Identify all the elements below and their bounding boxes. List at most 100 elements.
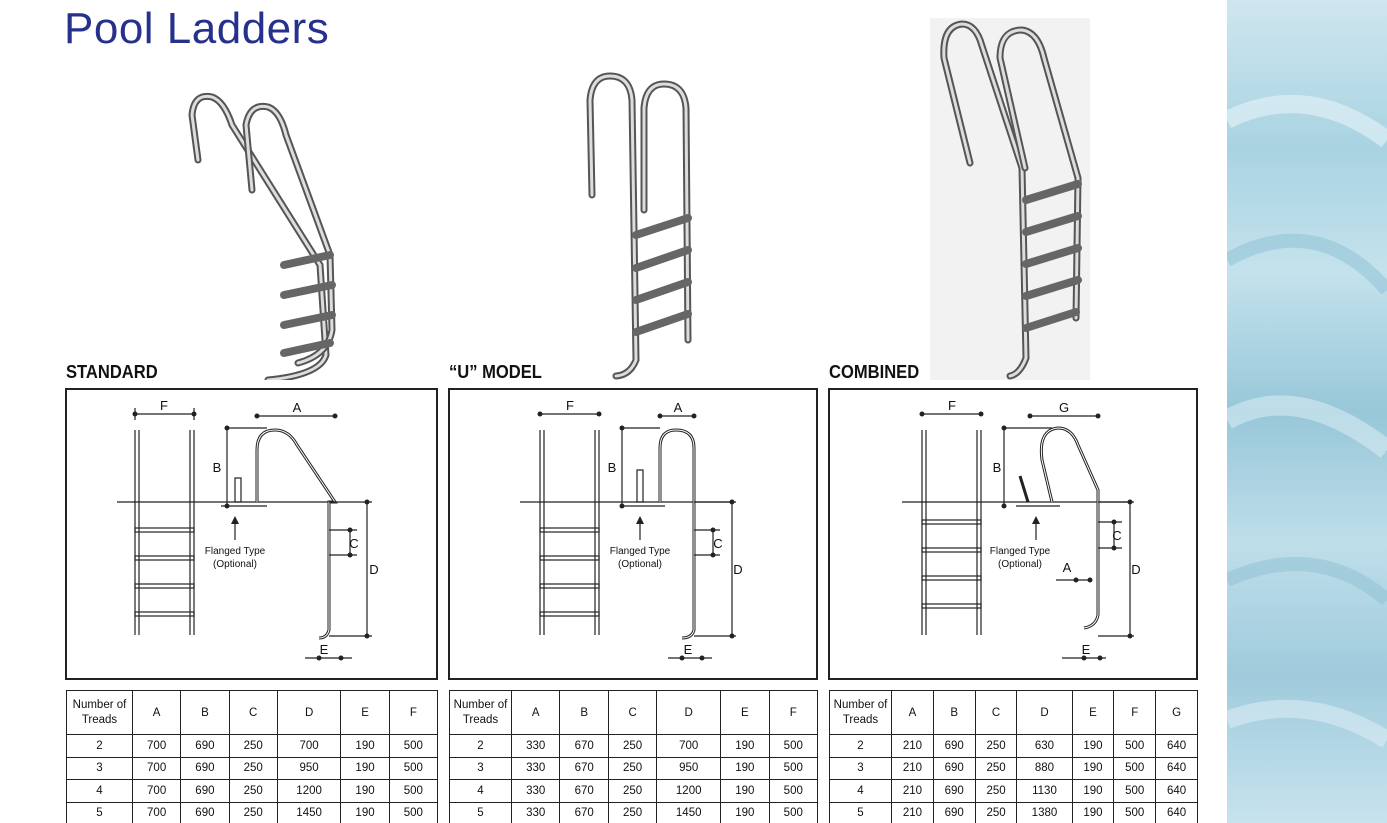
u-model-ladder-photo [586,72,692,380]
column-header: F [768,690,819,735]
table-cell: 190 [340,756,390,780]
table-cell: 190 [340,734,390,758]
table-cell: 250 [974,734,1018,758]
table-cell: 2 [66,734,133,758]
table-cell: 690 [180,734,230,758]
table-cell: 1200 [276,779,342,803]
column-header: B [559,690,609,735]
column-header: D [656,690,722,735]
table-cell: 700 [131,734,182,758]
table-cell: 500 [1113,756,1157,780]
table-cell: 1450 [276,801,342,823]
table-cell: 210 [891,756,934,780]
table-cell: 700 [131,756,182,780]
column-header: F [1113,690,1157,735]
column-header: A [510,690,561,735]
table-cell: 4 [449,779,512,803]
table-cell: 700 [131,801,182,823]
table-cell: 250 [607,801,658,823]
standard-diagram: F A B C D E Flanged Type (Optional) [65,388,438,680]
table-cell: 330 [510,801,561,823]
column-header: E [1071,690,1115,735]
table-cell: 500 [388,756,439,780]
table-cell: 690 [180,756,230,780]
dim-label: D [1131,562,1140,577]
table-cell: 690 [932,801,976,823]
table-cell: 500 [768,801,819,823]
table-cell: 640 [1155,801,1198,823]
table-cell: 190 [340,779,390,803]
table-cell: 950 [656,756,722,780]
table-cell: 1200 [656,779,722,803]
table-cell: 5 [829,801,892,823]
table-cell: 670 [559,734,609,758]
table-cell: 190 [1071,734,1115,758]
table-cell: 4 [66,779,133,803]
table-cell: 190 [720,801,770,823]
table-cell: 250 [228,779,278,803]
combined-diagram: F G B C D A E Flanged Type (Optional) [828,388,1198,680]
dim-label: G [1059,400,1069,415]
column-header: B [932,690,976,735]
table-cell: 500 [768,779,819,803]
table-cell: 3 [449,756,512,780]
column-header: A [891,690,934,735]
table-cell: 640 [1155,734,1198,758]
table-cell: 1380 [1016,801,1073,823]
flanged-label: Flanged Type [205,546,266,557]
table-cell: 330 [510,779,561,803]
dim-label: B [993,460,1002,475]
table-cell: 250 [228,801,278,823]
table-cell: 190 [720,734,770,758]
page-title: Pool Ladders [64,4,330,53]
table-cell: 250 [607,779,658,803]
column-header: D [1016,690,1073,735]
dim-label: C [349,536,358,551]
table-cell: 690 [932,756,976,780]
flanged-note: (Optional) [998,559,1042,570]
table-cell: 190 [1071,801,1115,823]
column-header: Number of Treads [829,690,892,735]
table-cell: 880 [1016,756,1073,780]
table-cell: 250 [607,734,658,758]
dim-label: B [213,460,222,475]
column-header: D [276,690,342,735]
dim-label: A [674,400,683,415]
table-cell: 950 [276,756,342,780]
combined-ladder-photo [930,18,1090,380]
table-cell: 250 [974,756,1018,780]
dim-label: D [369,562,378,577]
dim-label: F [566,398,574,413]
dim-label: E [684,642,693,657]
dim-label: E [1082,642,1091,657]
column-header: C [974,690,1018,735]
standard-ladder-photo [188,92,336,380]
table-cell: 690 [180,779,230,803]
dim-label: B [608,460,617,475]
table-cell: 690 [932,779,976,803]
table-cell: 630 [1016,734,1073,758]
table-cell: 700 [656,734,722,758]
dim-label: C [1112,528,1121,543]
table-cell: 500 [1113,734,1157,758]
table-cell: 190 [720,756,770,780]
table-cell: 690 [180,801,230,823]
flanged-note: (Optional) [213,559,257,570]
table-cell: 670 [559,756,609,780]
flanged-label: Flanged Type [990,546,1051,557]
table-cell: 210 [891,734,934,758]
flanged-note: (Optional) [618,559,662,570]
table-cell: 670 [559,779,609,803]
table-cell: 250 [228,756,278,780]
table-cell: 250 [974,801,1018,823]
table-cell: 5 [66,801,133,823]
